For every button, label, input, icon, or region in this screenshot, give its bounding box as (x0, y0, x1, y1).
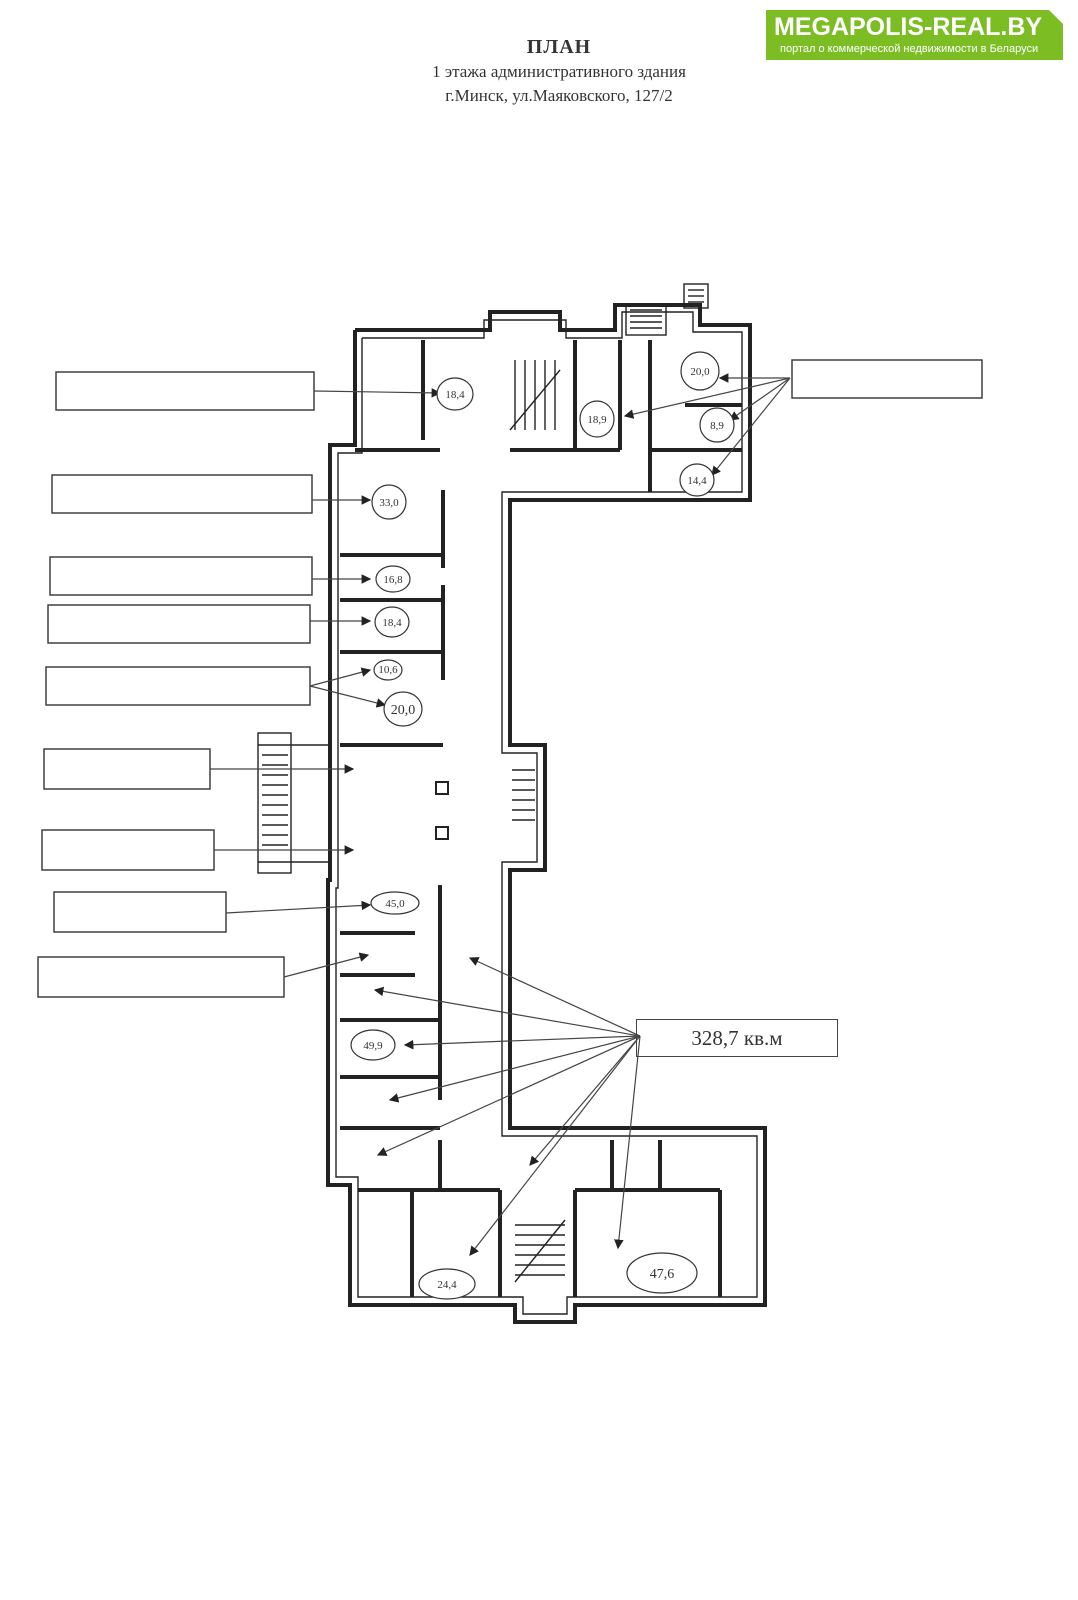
room-r12-area: 49,9 (363, 1040, 383, 1052)
lower-staircase (514, 1219, 566, 1283)
room-r7-ellipse (375, 565, 411, 593)
plan-subtitle-address: г.Минск, ул.Маяковского, 127/2 (445, 86, 673, 105)
hall-staircase (512, 769, 535, 821)
room-r1-ellipse (436, 377, 474, 411)
logo-name: MEGAPOLIS-REAL.BY (774, 13, 1043, 41)
left-staircase (257, 732, 330, 874)
room-r4-ellipse (699, 407, 735, 443)
leader-lines (210, 373, 791, 1256)
room-r9-area: 10,6 (378, 664, 398, 676)
room-r6-area: 33,0 (379, 497, 399, 509)
plan-title: ПЛАН (526, 36, 592, 58)
megapolis-logo[interactable]: MEGAPOLIS-REAL.BY портал о коммерческой … (766, 10, 1063, 60)
room-r12-ellipse (350, 1029, 396, 1061)
room-r1-area: 18,4 (445, 389, 465, 401)
room-r11-ellipse (370, 891, 420, 915)
hall-column-2 (435, 826, 449, 840)
logo-tagline: портал о коммерческой недвижимости в Бел… (780, 43, 1039, 55)
room-r7-area: 16,8 (383, 574, 403, 586)
plan-subtitle-floor: 1 этажа административного здания (432, 62, 686, 81)
room-r8-area: 18,4 (382, 617, 402, 629)
hall-column-1 (435, 781, 449, 795)
room-r10-ellipse (383, 691, 423, 727)
room-r14-ellipse (626, 1252, 698, 1294)
logo-corner-fold-icon (1049, 10, 1063, 24)
room-r10-area: 20,0 (391, 703, 416, 718)
room-r8-ellipse (374, 606, 410, 638)
room-r5-area: 14,4 (687, 475, 707, 487)
room-r13-ellipse (418, 1268, 476, 1300)
outer-walls (326, 303, 767, 1324)
room-r11-area: 45,0 (385, 898, 405, 910)
upper-staircase (509, 283, 709, 431)
room-r14-area: 47,6 (650, 1267, 675, 1282)
room-r4-area: 8,9 (710, 420, 724, 432)
room-r2-ellipse (579, 400, 615, 438)
room-r9-ellipse (373, 659, 403, 681)
room-r2-area: 18,9 (587, 414, 607, 426)
total-area-label: 328,7 кв.м (636, 1019, 838, 1057)
room-r13-area: 24,4 (437, 1279, 457, 1291)
room-r5-ellipse (679, 463, 715, 497)
interior-walls (340, 340, 742, 1297)
room-r3-ellipse (680, 351, 720, 391)
room-r3-area: 20,0 (690, 366, 710, 378)
room-r6-ellipse (371, 484, 407, 520)
room-area-labels: 18,4 18,9 20,0 8,9 14,4 33,0 16,8 18,4 1… (350, 351, 735, 1300)
